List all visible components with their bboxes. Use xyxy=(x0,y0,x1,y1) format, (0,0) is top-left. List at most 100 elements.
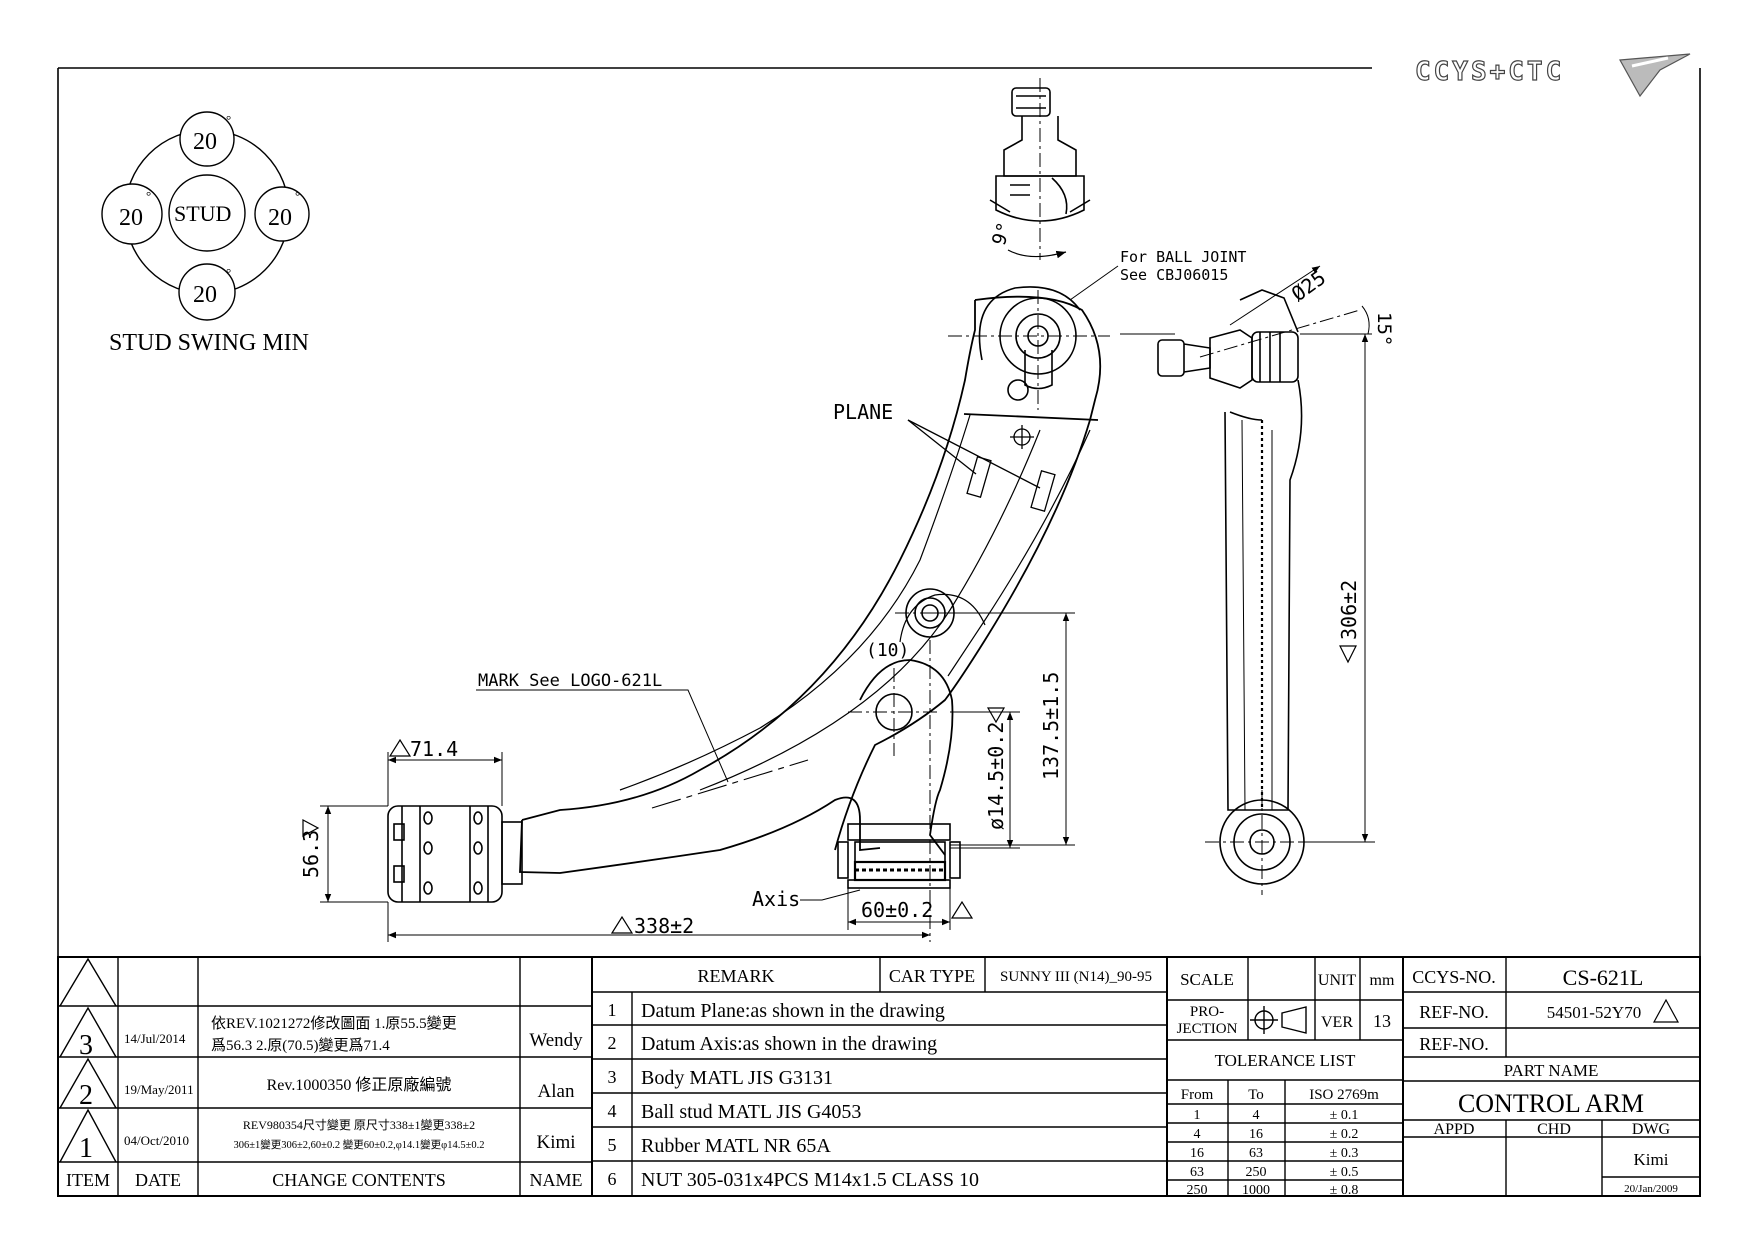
unit-label: UNIT xyxy=(1318,972,1356,989)
rev-1-content-2: 306±1變更306±2,60±0.2 變更60±0.2,φ14.1變更φ14.… xyxy=(234,1138,485,1151)
drawn-by: Kimi xyxy=(1634,1150,1669,1169)
mark-callout: MARK See LOGO-621L xyxy=(478,671,662,691)
swing-caption: STUD SWING MIN xyxy=(109,330,309,356)
rev-1-date: 04/Oct/2010 xyxy=(124,1133,189,1148)
swing-angle-arc xyxy=(1007,249,1067,259)
part-name-value: CONTROL ARM xyxy=(1458,1089,1644,1118)
ref-no-label-2: REF-NO. xyxy=(1419,1034,1489,1054)
scale-label: SCALE xyxy=(1180,970,1234,989)
rev-1-content-1: REV980354尺寸變更 原尺寸338±1變更338±2 xyxy=(243,1117,475,1132)
control-arm-body xyxy=(519,286,1102,874)
dwg-label: DWG xyxy=(1632,1121,1671,1138)
dim-145-triangle-icon xyxy=(986,707,1006,724)
ref-10-label: (10) xyxy=(866,640,909,661)
tol-row-2-from: 4 xyxy=(1194,1127,1201,1142)
header-change-contents: CHANGE CONTENTS xyxy=(272,1170,446,1190)
ball-joint-callout-2: See CBJ06015 xyxy=(1120,266,1228,284)
tol-header-from: From xyxy=(1181,1087,1214,1103)
projection-symbol-icon xyxy=(1250,1006,1307,1034)
remark-6-number: 6 xyxy=(608,1169,617,1189)
rev-2-date: 19/May/2011 xyxy=(124,1082,194,1097)
rev-2-name: Alan xyxy=(538,1081,575,1102)
tol-row-3-from: 16 xyxy=(1190,1146,1204,1161)
dia-25-leader xyxy=(1229,265,1321,326)
swing-left-deg: ° xyxy=(146,188,151,203)
swing-center-label: STUD xyxy=(174,201,231,226)
center-hole xyxy=(848,668,940,756)
ref-no-value: 54501-52Y70 xyxy=(1547,1003,1641,1022)
ball-joint-housing xyxy=(948,290,1110,410)
dim-56-triangle-icon xyxy=(302,819,320,837)
tol-row-4-to: 250 xyxy=(1246,1165,1267,1180)
angle-15-arc xyxy=(1361,305,1370,335)
remark-5-number: 5 xyxy=(608,1135,617,1155)
tol-row-1-value: ± 0.1 xyxy=(1330,1108,1359,1123)
axis-leader xyxy=(800,889,861,901)
rear-bush xyxy=(837,823,961,889)
chd-label: CHD xyxy=(1537,1121,1571,1138)
dimension-lines xyxy=(320,612,1075,942)
rev-1-number: 1 xyxy=(79,1133,93,1164)
rev-3-content-1: 依REV.1021272修改圖面 1.原55.5變更 xyxy=(211,1015,457,1032)
rev-3-date: 14/Jul/2014 xyxy=(124,1031,186,1046)
ref-no-triangle-icon xyxy=(1652,998,1680,1023)
rev-2-content-1: Rev.1000350 修正原廠編號 xyxy=(267,1075,452,1094)
dim-1375-label: 137.5±1.5 xyxy=(1039,672,1063,780)
ver-value: 13 xyxy=(1373,1011,1391,1031)
ver-label: VER xyxy=(1321,1014,1353,1031)
car-type-value: SUNNY III (N14)_90-95 xyxy=(1000,969,1152,985)
tol-header-iso: ISO 2769m xyxy=(1309,1087,1379,1103)
projection-label-2: JECTION xyxy=(1177,1021,1238,1037)
rev-3-number: 3 xyxy=(79,1030,93,1061)
angle-15-label: 15° xyxy=(1373,312,1395,346)
left-rubber-bush xyxy=(387,805,523,903)
dim-338-label: 338±2 xyxy=(634,914,694,938)
header-date: DATE xyxy=(135,1170,181,1190)
swing-bottom-deg: ° xyxy=(226,265,231,280)
tolerance-title: TOLERANCE LIST xyxy=(1215,1051,1356,1070)
appd-label: APPD xyxy=(1434,1121,1475,1138)
remark-4-text: Ball stud MATL JIS G4053 xyxy=(641,1101,861,1123)
tol-row-1-to: 4 xyxy=(1253,1108,1260,1123)
angle-9-label: 9° xyxy=(988,220,1016,249)
tol-row-3-to: 63 xyxy=(1249,1146,1263,1161)
rev-2-number: 2 xyxy=(79,1080,93,1111)
mark-leader xyxy=(476,689,729,783)
swing-right-value: 20 xyxy=(268,205,292,231)
tol-header-to: To xyxy=(1248,1087,1264,1103)
company-logo: CCYS+CTC xyxy=(1414,53,1691,98)
logo-mark-line xyxy=(651,759,809,809)
part-name-label: PART NAME xyxy=(1504,1061,1599,1080)
dim-60-triangle-icon xyxy=(950,900,974,919)
tol-row-5-value: ± 0.8 xyxy=(1330,1183,1359,1198)
remark-header: REMARK xyxy=(697,966,774,986)
remark-4-number: 4 xyxy=(608,1101,617,1121)
ccys-no-label: CCYS-NO. xyxy=(1412,967,1496,987)
logo-text: CCYS+CTC xyxy=(1415,57,1564,87)
datum-plane-marks xyxy=(907,419,1056,512)
car-type-label: CAR TYPE xyxy=(889,966,975,986)
revision-triangles xyxy=(59,957,117,1163)
dim-338-triangle-icon xyxy=(610,915,634,934)
title-block-grid xyxy=(57,956,1701,1197)
remark-1-number: 1 xyxy=(608,1000,617,1020)
tol-row-3-value: ± 0.3 xyxy=(1330,1146,1359,1161)
dim-306-label: 306±2 xyxy=(1337,580,1361,640)
swing-top-deg: ° xyxy=(226,112,231,127)
tol-row-4-value: ± 0.5 xyxy=(1330,1165,1359,1180)
swing-right-deg: ° xyxy=(295,188,300,203)
swing-left-value: 20 xyxy=(119,205,143,231)
control-arm-side-view xyxy=(1120,289,1372,895)
header-item: ITEM xyxy=(66,1170,110,1190)
remark-6-text: NUT 305-031x4PCS M14x1.5 CLASS 10 xyxy=(641,1169,979,1191)
tol-row-2-value: ± 0.2 xyxy=(1330,1127,1359,1142)
tol-row-2-to: 16 xyxy=(1249,1127,1263,1142)
plane-callout: PLANE xyxy=(833,400,893,424)
remark-1-text: Datum Plane:as shown in the drawing xyxy=(641,1000,945,1022)
tol-row-4-from: 63 xyxy=(1190,1165,1204,1180)
dim-71-label: 71.4 xyxy=(410,737,458,761)
dia-25-label: Ø25 xyxy=(1287,265,1330,306)
tol-row-5-from: 250 xyxy=(1187,1183,1208,1198)
ball-joint-leader xyxy=(1069,265,1119,301)
